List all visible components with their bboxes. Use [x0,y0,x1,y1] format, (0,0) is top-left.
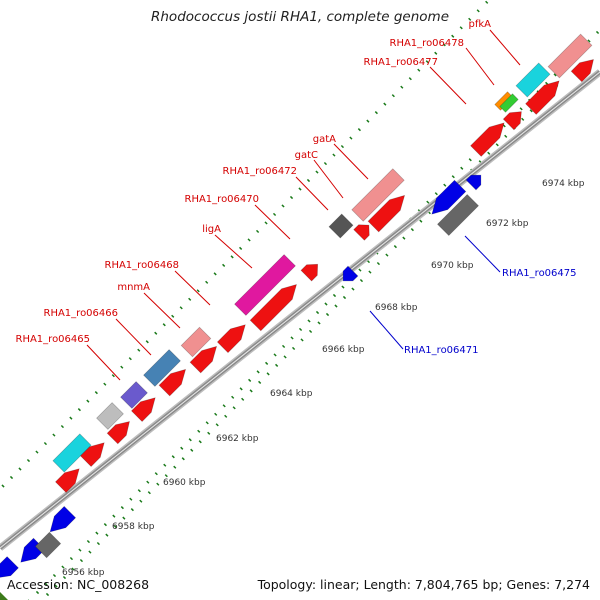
tick-label-7: 6968 kbp [375,303,418,313]
leader-rha1-ro06471 [369,310,404,350]
gene-block-steelblue[interactable] [143,349,181,387]
leader-gata [333,143,369,180]
gene-block-darkgrey-3[interactable] [437,194,479,236]
cds-forward-1[interactable] [55,468,80,493]
cds-forward-3[interactable] [106,421,130,445]
cds-forward-9[interactable] [300,263,319,282]
cds-reverse-5[interactable] [431,179,467,215]
gene-track[interactable] [0,33,594,578]
corner-marker [0,592,8,600]
gene-block-cyan-2[interactable] [515,62,551,98]
gene-label-rha1-ro06471[interactable]: RHA1_ro06471 [404,345,479,356]
leader-rha1-ro06472 [295,176,329,211]
cds-forward-11[interactable] [367,194,406,233]
leader-pfka [489,29,521,66]
gene-block-magenta[interactable] [234,254,296,316]
cds-forward-4[interactable] [131,397,156,422]
cds-forward-5[interactable] [158,368,187,397]
map-title: Rhodococcus jostii RHA1, complete genome [151,9,449,25]
cds-forward-13[interactable] [502,111,522,131]
gene-label-mnma[interactable]: mnmA [117,282,150,293]
leader-rha1-ro06470 [254,204,291,240]
cds-forward-8[interactable] [249,283,298,332]
cds-reverse-6[interactable] [465,174,482,191]
dot-line-1 [0,0,492,492]
gene-label-rha1-ro06478[interactable]: RHA1_ro06478 [390,38,465,49]
tick-label-2: 6958 kbp [112,522,155,532]
leader-rha1-ro06468 [174,270,211,306]
cds-forward-7[interactable] [216,324,246,354]
cds-forward-15[interactable] [570,59,594,83]
cds-reverse-3[interactable] [49,505,77,533]
gene-label-rha1-ro06475[interactable]: RHA1_ro06475 [502,268,577,279]
tick-label-9: 6972 kbp [486,219,529,229]
cds-forward-10[interactable] [353,224,370,241]
gene-block-salmon-3[interactable] [547,33,593,79]
leader-liga [214,234,253,269]
gene-label-liga[interactable]: ligA [202,224,221,235]
gene-label-rha1-ro06470[interactable]: RHA1_ro06470 [185,194,260,205]
gene-block-grey[interactable] [96,402,124,430]
gene-block-green[interactable] [499,93,519,113]
gene-label-rha1-ro06477[interactable]: RHA1_ro06477 [364,57,439,68]
cds-reverse-4[interactable] [342,265,359,282]
leader-rha1-ro06478 [465,47,495,86]
gene-label-rha1-ro06466[interactable]: RHA1_ro06466 [44,308,119,319]
tick-label-3: 6960 kbp [163,478,206,488]
backbone [0,69,600,551]
gene-label-rha1-ro06468[interactable]: RHA1_ro06468 [105,260,180,271]
cds-forward-6[interactable] [189,345,218,374]
label-leaders [86,29,521,381]
cds-forward-14[interactable] [525,80,560,115]
tick-labels: 6956 kbp 6958 kbp 6960 kbp 6962 kbp 6964 kbp… [0,179,585,600]
gene-label-gata[interactable]: gatA [313,134,336,145]
tick-label-5: 6964 kbp [270,389,313,399]
leader-mnma [143,292,181,329]
tick-label-1: 6956 kbp [62,568,105,578]
leader-rha1-ro06477 [429,66,467,105]
tick-label-4: 6962 kbp [216,434,259,444]
tick-label-8: 6970 kbp [431,261,474,271]
gene-block-cyan-1[interactable] [52,433,92,473]
gene-block-darkgrey-2[interactable] [34,531,62,559]
cds-reverse-1[interactable] [0,556,19,578]
gene-label-rha1-ro06472[interactable]: RHA1_ro06472 [223,166,298,177]
genome-summary: Topology: linear; Length: 7,804,765 bp; … [257,577,590,592]
gene-block-salmon-1[interactable] [180,326,212,358]
gene-label-gatc[interactable]: gatC [295,150,318,161]
leader-rha1-ro06466 [115,318,152,356]
leader-rha1-ro06475 [464,235,501,273]
leader-rha1-ro06465 [86,344,121,381]
cds-forward-2[interactable] [80,442,105,467]
backbone-highlight [0,71,600,549]
cds-forward-12[interactable] [470,122,505,157]
gene-label-rha1-ro06465[interactable]: RHA1_ro06465 [16,334,91,345]
leader-gatc [313,159,344,199]
tick-label-6: 6966 kbp [322,345,365,355]
gene-block-violet[interactable] [120,381,148,409]
gene-block-darkgrey-1[interactable] [328,213,354,239]
tick-label-10: 6974 kbp [542,179,585,189]
gene-label-pfka[interactable]: pfkA [469,19,492,30]
accession-text: Accession: NC_008268 [7,577,150,592]
gene-block-salmon-2[interactable] [351,168,405,222]
